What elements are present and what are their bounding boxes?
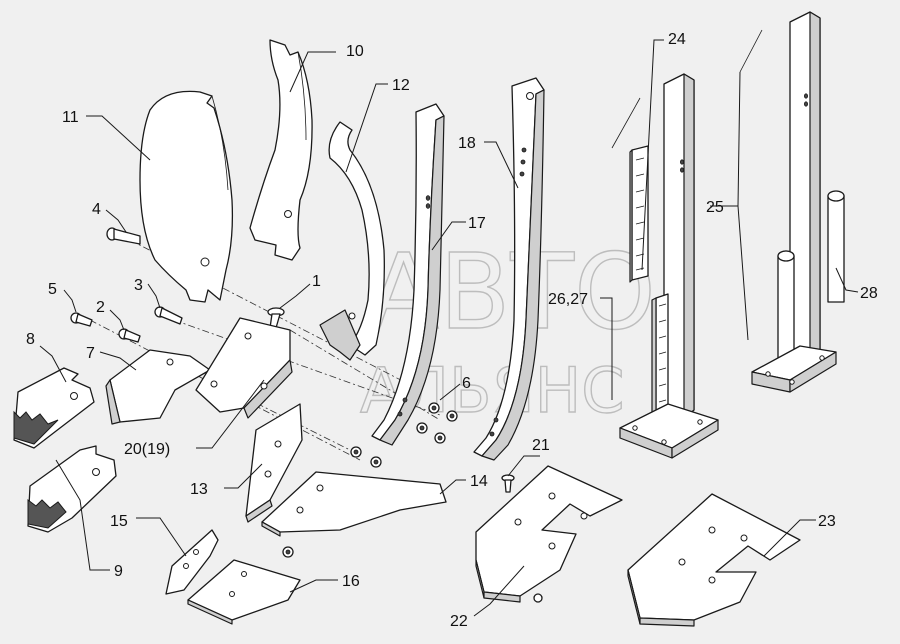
- part-26-27-post: [611, 73, 719, 459]
- part-12-curved-bar: [319, 121, 385, 361]
- part-4-bolt: [106, 227, 141, 245]
- part-7-share: [105, 349, 211, 425]
- label-24: 24: [668, 31, 686, 48]
- part-15-small-plate: [165, 529, 219, 595]
- part-25-post: [739, 11, 845, 393]
- part-18-standard: [473, 77, 545, 461]
- part-21-bolt: [501, 474, 543, 603]
- part-3-bolt: [154, 306, 183, 325]
- label-11: 11: [62, 109, 79, 126]
- label-1: 1: [312, 273, 321, 290]
- label-17: 17: [468, 215, 486, 232]
- label-23: 23: [818, 513, 836, 530]
- part-23-plate: [627, 493, 801, 627]
- part-16-plate: [187, 559, 301, 625]
- label-9: 9: [114, 563, 123, 580]
- label-21: 21: [532, 437, 550, 454]
- part-22-plate: [475, 465, 623, 603]
- label-15: 15: [110, 513, 128, 530]
- label-3: 3: [134, 277, 143, 294]
- part-labels: 10 11 12 4 5 2 3 1 8 7 9 20(19) 6 17 18 …: [26, 31, 878, 630]
- part-14-sweep: [261, 471, 447, 537]
- part-6-nuts: [282, 402, 458, 558]
- part-8-share-tip: [13, 367, 95, 449]
- part-20-bracket: [195, 317, 293, 419]
- label-7: 7: [86, 345, 95, 362]
- label-8: 8: [26, 331, 35, 348]
- label-12: 12: [392, 77, 410, 94]
- part-11-moldboard: [139, 90, 234, 303]
- label-4: 4: [92, 201, 101, 218]
- leader-lines: [39, 39, 859, 617]
- label-16: 16: [342, 573, 360, 590]
- label-10: 10: [346, 43, 364, 60]
- part-24-bar: [629, 145, 649, 283]
- label-25: 25: [706, 199, 724, 216]
- label-18: 18: [458, 135, 476, 152]
- label-28: 28: [860, 285, 878, 302]
- part-9-share-tip: [27, 445, 117, 533]
- label-14: 14: [470, 473, 488, 490]
- label-5: 5: [48, 281, 57, 298]
- label-22: 22: [450, 613, 468, 630]
- label-13: 13: [190, 481, 208, 498]
- part-10-shin: [249, 39, 313, 261]
- label-20-19: 20(19): [124, 441, 170, 458]
- part-5-bolt: [70, 312, 93, 327]
- part-17-standard: [371, 103, 445, 446]
- label-6: 6: [462, 375, 471, 392]
- label-2: 2: [96, 299, 105, 316]
- part-2-bolt: [118, 328, 141, 343]
- label-26-27: 26,27: [548, 291, 588, 308]
- part-13-plate: [245, 403, 303, 523]
